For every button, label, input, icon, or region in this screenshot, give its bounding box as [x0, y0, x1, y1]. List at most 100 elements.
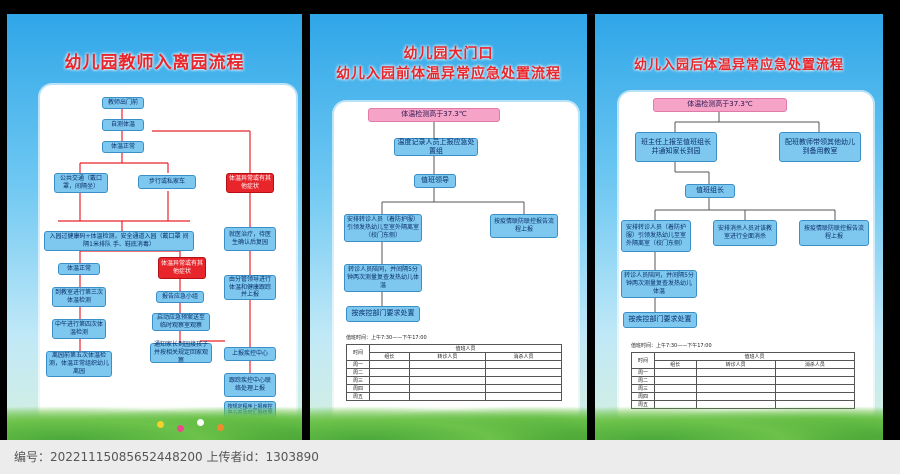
flow-step-before-leaving: 教师出门前: [102, 97, 144, 109]
duty-day: 周四: [346, 384, 370, 393]
temp-threshold-banner: 体温检测高于37.3℃: [653, 98, 787, 112]
duty-hours: 值班时间：上午7:30——下午17:00: [346, 335, 427, 341]
duty-cell: [408, 368, 486, 377]
flow-step-report-cdc: 上报疾控中心: [224, 347, 276, 361]
flow-step-report-team: 报告应急小组: [156, 291, 204, 303]
duty-col-disinfect: 消杀人员: [484, 352, 563, 361]
duty-cell: [369, 392, 410, 401]
flow-step-duty-leader: 值班组长: [685, 184, 735, 198]
flow-step-recheck-temp: 转诊人员陪同，并间隔5分钟两次测量复查发热幼儿体温: [344, 264, 422, 292]
duty-table: 时间 值班人员 组长 转诊人员 消杀人员 周一 周二 周三 周四 周五: [631, 352, 856, 409]
flow-step-notify-parents: 通知家长到园接孩子并按相关规定回家观察: [150, 341, 212, 364]
duty-cell: [369, 376, 410, 385]
duty-cell: [408, 360, 486, 369]
duty-day: 周一: [631, 368, 655, 377]
duty-cell: [484, 392, 563, 401]
duty-cell: [774, 392, 856, 401]
watermark-footer: 编号：20221115085652448200 上传者id：1303890: [0, 440, 900, 474]
duty-col-disinfect: 消杀人员: [774, 360, 856, 369]
duty-cell: [774, 384, 856, 393]
flow-step-walk-or-car: 步行或私家车: [138, 175, 196, 189]
flow-step-fifth-check: 离园前第五次体温检测，体温正常组织幼儿离园: [46, 351, 112, 377]
flow-step-emergency-plan: 启动应急预案送至临时观察室观察: [152, 313, 210, 331]
duty-table: 时间 值班人员 组长 转诊人员 消杀人员 周一 周二 周三 周四 周五: [346, 344, 563, 401]
flow-step-third-check: 到教室进行第三次体温检测: [52, 287, 106, 307]
duty-cell: [654, 376, 697, 385]
flow-step-medical-care: 就医治疗，待医生确认后复园: [224, 227, 276, 251]
duty-cell: [695, 392, 776, 401]
duty-cell: [695, 368, 776, 377]
flow-step-teacher-report: 班主任上报至值班组长并通知家长到园: [635, 132, 717, 162]
duty-cell: [774, 376, 856, 385]
poster1-connectors: [58, 109, 251, 373]
duty-cell: [654, 368, 697, 377]
flower-icon: [177, 425, 184, 432]
flow-step-cdc-handle: 按疾控部门要求处置: [623, 312, 697, 328]
duty-cell: [695, 376, 776, 385]
duty-cell: [654, 384, 697, 393]
flower-icon: [157, 421, 164, 428]
flow-step-arrange-transfer: 安排转诊人员（着防护服）引领发热幼儿至室外隔离室（校门东侧）: [344, 214, 422, 242]
duty-day: 周三: [346, 376, 370, 385]
flow-step-self-temp: 自测体温: [102, 119, 144, 131]
poster2-connectors: [381, 122, 525, 306]
flower-icon: [217, 424, 224, 431]
duty-schedule: 值班时间：上午7:30——下午17:00 时间 值班人员 组长 转诊人员 消杀人…: [346, 334, 566, 422]
duty-col-time: 时间: [631, 352, 655, 369]
duty-cell: [774, 368, 856, 377]
flow-step-disinfect-room: 安排消杀人员对该教室进行全面消杀: [713, 220, 777, 246]
flow-step-temp-normal-2: 体温正常: [58, 263, 100, 275]
duty-cell: [484, 384, 563, 393]
duty-col-staff: 值班人员: [654, 352, 855, 361]
flow-step-fourth-check: 中午进行第四次体温检测: [52, 319, 106, 339]
duty-col-time: 时间: [346, 344, 370, 361]
flow-step-public-transport: 公共交通（戴口罩，间隔坐）: [54, 173, 108, 193]
flow-step-duty-leader: 值班领导: [414, 174, 456, 188]
flow-step-report-control: 按疫情联防联控报告流程上报: [799, 220, 869, 246]
duty-day: 周二: [631, 376, 655, 385]
duty-cell: [408, 376, 486, 385]
flower-icon: [197, 419, 204, 426]
duty-col-transfer: 转诊人员: [408, 352, 486, 361]
flow-step-temp-normal: 体温正常: [102, 141, 144, 153]
poster-gate-temp-emergency: 幼儿园大门口 幼儿入园前体温异常应急处置流程 体温检测高于37.3℃ 温度记录人…: [310, 14, 587, 440]
flow-step-entry-check: 入园过健康码+体温检测，安全通道入园（戴口罩 间隔1米排队 手、鞋底消毒）: [44, 231, 194, 251]
flow-step-arrange-transfer: 安排转诊人员（着防护服）引领发热幼儿至室外隔离室（校门东侧）: [621, 220, 691, 252]
grass-decoration: [595, 406, 883, 440]
duty-day: 周三: [631, 384, 655, 393]
grass-decoration: [7, 406, 302, 440]
poster3-title: 幼儿入园后体温异常应急处置流程: [633, 58, 844, 73]
poster1-card: 教师出门前 自测体温 体温正常 公共交通（戴口罩，间隔坐） 步行或私家车 体温异…: [40, 85, 296, 423]
duty-day: 周一: [346, 360, 370, 369]
duty-cell: [484, 368, 563, 377]
flow-step-report-control: 按疫情联防联控报告流程上报: [490, 214, 558, 238]
flow-step-cdc-followup: 跟踪疾控中心联络处理上报: [224, 373, 276, 397]
duty-cell: [484, 360, 563, 369]
poster-teacher-entry-exit: 幼儿园教师入离园流程: [7, 14, 302, 440]
duty-day: 周四: [631, 392, 655, 401]
flow-step-cdc-handle: 按疾控部门要求处置: [346, 306, 420, 322]
grass-decoration: [310, 406, 587, 440]
duty-cell: [369, 368, 410, 377]
poster2-title: 幼儿园大门口 幼儿入园前体温异常应急处置流程: [336, 46, 561, 82]
poster3-card: 体温检测高于37.3℃ 班主任上报至值班组长并通知家长到园 配班教师带领其他幼儿…: [619, 92, 873, 422]
duty-cell: [695, 384, 776, 393]
duty-col-leader: 组长: [369, 352, 410, 361]
duty-cell: [408, 384, 486, 393]
poster1-title: 幼儿园教师入离园流程: [64, 53, 245, 73]
poster2-card: 体温检测高于37.3℃ 温度记录人员上报应急处置组 值班领导 安排转诊人员（着防…: [334, 102, 578, 424]
flow-step-recheck-temp: 转诊人员陪同，并间隔5分钟两次测量复查发热幼儿体温: [621, 270, 697, 298]
temp-threshold-banner: 体温检测高于37.3℃: [368, 108, 500, 122]
duty-cell: [654, 392, 697, 401]
duty-hours: 值班时间：上午7:30——下午17:00: [631, 343, 712, 349]
duty-col-transfer: 转诊人员: [695, 360, 776, 369]
duty-day: 周五: [346, 392, 370, 401]
flow-step-record-report: 温度记录人员上报应急处置组: [394, 138, 478, 156]
duty-cell: [408, 392, 486, 401]
duty-col-leader: 组长: [654, 360, 697, 369]
flow-step-abnormal-temp: 体温异常或有其他症状: [226, 173, 274, 193]
duty-day: 周二: [346, 368, 370, 377]
duty-cell: [369, 384, 410, 393]
upload-id-text: 编号：20221115085652448200 上传者id：1303890: [14, 450, 319, 464]
poster-after-entry-temp-emergency: 幼儿入园后体温异常应急处置流程 体温检测高于37.3℃ 班主任上报至值班: [595, 14, 883, 440]
